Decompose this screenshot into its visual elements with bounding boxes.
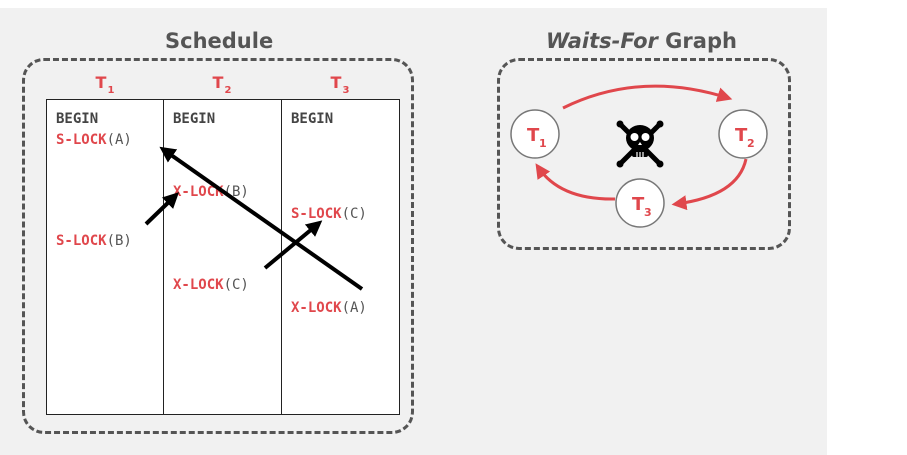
column-divider	[163, 99, 164, 415]
schedule-wait-arrows	[144, 146, 364, 291]
skull-crossbones-icon	[616, 120, 664, 168]
txn-header-t3: T3	[320, 73, 360, 96]
t1-s-lock-a: S-LOCK(A)	[56, 132, 132, 148]
node-circle	[615, 178, 665, 228]
t2-x-lock-c: X-LOCK(C)	[173, 277, 249, 293]
txn-header-sub: 3	[342, 85, 350, 96]
txn-header-sub: 1	[107, 85, 115, 96]
lock-keyword: S-LOCK	[291, 206, 342, 222]
graph-node-t1: T 1	[510, 109, 560, 159]
wait-arrow-t2-to-t3	[263, 220, 323, 270]
txn-header-sub: 2	[224, 85, 232, 96]
lock-argument: (C)	[341, 206, 367, 222]
schedule-title: Schedule	[165, 29, 274, 53]
schedule-table	[46, 99, 400, 415]
lock-keyword: S-LOCK	[56, 233, 107, 249]
t1-begin: BEGIN	[56, 111, 99, 127]
graph-title-word: Graph	[657, 29, 737, 53]
node-circle	[510, 109, 560, 159]
txn-header-name: T	[95, 73, 107, 92]
lock-argument: (C)	[223, 277, 249, 293]
graph-node-t2: T 2	[718, 109, 768, 159]
node-subscript: 1	[539, 137, 547, 150]
waits-for-graph-title: Waits-For Graph	[546, 29, 737, 53]
lock-argument: (B)	[106, 233, 132, 249]
node-label: T	[632, 194, 645, 215]
edge-t3-to-t1	[535, 163, 616, 201]
t3-s-lock-c: S-LOCK(C)	[291, 206, 367, 222]
schedule-container	[22, 58, 414, 434]
t1-s-lock-b: S-LOCK(B)	[56, 233, 132, 249]
edge-t2-to-t3	[671, 158, 748, 211]
node-subscript: 2	[747, 137, 755, 150]
wait-arrow-t3-to-t1	[159, 146, 364, 291]
txn-header-t2: T2	[202, 73, 242, 96]
node-label: T	[527, 125, 540, 146]
lock-keyword: X-LOCK	[173, 277, 224, 293]
lock-keyword: S-LOCK	[56, 132, 107, 148]
waits-for-title-italic: Waits-For	[546, 29, 658, 53]
lock-keyword: X-LOCK	[173, 184, 224, 200]
t3-x-lock-a: X-LOCK(A)	[291, 300, 367, 316]
node-subscript: 3	[644, 206, 652, 219]
node-label: T	[735, 125, 748, 146]
background-margin	[827, 0, 907, 455]
t3-begin: BEGIN	[291, 111, 334, 127]
lock-keyword: X-LOCK	[291, 300, 342, 316]
txn-header-name: T	[330, 73, 342, 92]
lock-argument: (A)	[106, 132, 132, 148]
waits-for-edges	[535, 84, 748, 211]
node-circle	[718, 109, 768, 159]
wait-arrow-t1-to-t2	[144, 192, 180, 226]
t2-begin: BEGIN	[173, 111, 216, 127]
lock-argument: (A)	[341, 300, 367, 316]
graph-node-t3: T 3	[615, 178, 665, 228]
column-divider	[281, 99, 282, 415]
edge-t1-to-t2	[562, 84, 733, 110]
txn-header-t1: T1	[85, 73, 125, 96]
waits-for-graph-container	[497, 58, 791, 250]
txn-header-name: T	[212, 73, 224, 92]
